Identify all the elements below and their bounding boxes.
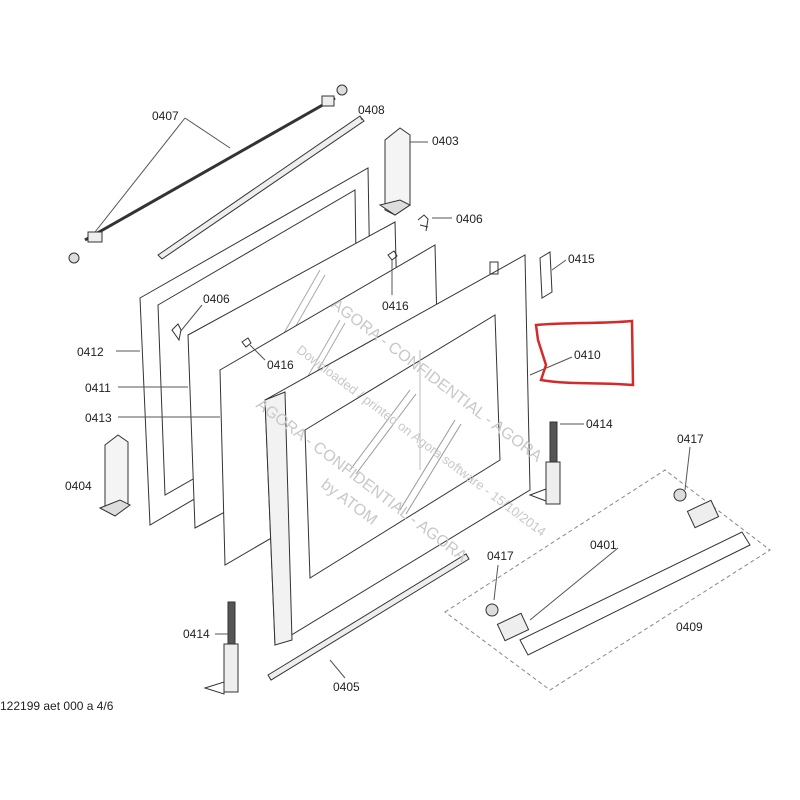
- drawing-code: 122199 aet 000 a 4/6: [0, 699, 114, 713]
- label-0407: 0407: [152, 109, 179, 123]
- label-0401: 0401: [590, 538, 617, 552]
- label-0417-right: 0417: [677, 432, 704, 446]
- highlight-box-0410: [534, 319, 635, 387]
- part-0416-clip-b: [241, 337, 252, 348]
- label-0416-upper: 0416: [382, 299, 409, 313]
- part-0415-pad: [539, 251, 553, 299]
- label-0406-lower: 0406: [203, 292, 230, 306]
- part-0406-clip: [417, 214, 429, 232]
- label-0412: 0412: [77, 345, 104, 359]
- label-0417-left: 0417: [487, 549, 514, 563]
- part-0414-hinge-right: [528, 421, 561, 505]
- part-0403-bracket: [378, 127, 411, 216]
- label-0414-left: 0414: [183, 627, 210, 641]
- label-0404: 0404: [65, 479, 92, 493]
- label-0406-top: 0406: [456, 212, 483, 226]
- part-0410-front-door: [264, 254, 531, 646]
- part-0408-strip: [157, 115, 365, 260]
- label-0411: 0411: [85, 381, 111, 395]
- label-0410: 0410: [574, 348, 601, 362]
- label-0413: 0413: [85, 411, 112, 425]
- part-0407-rod: [68, 84, 348, 264]
- label-0415: 0415: [568, 252, 595, 266]
- part-0404-bracket: [98, 434, 131, 517]
- label-0416-lower: 0416: [267, 358, 294, 372]
- label-0409: 0409: [676, 620, 703, 634]
- part-0409-handle-assembly: [444, 469, 771, 691]
- label-0405: 0405: [333, 680, 360, 694]
- label-0408: 0408: [358, 103, 385, 117]
- part-0405-strip: [267, 553, 470, 681]
- leader-lines: [94, 115, 691, 679]
- part-0414-hinge-left: [203, 601, 239, 695]
- label-0414-right: 0414: [586, 417, 613, 431]
- label-0403: 0403: [432, 134, 459, 148]
- part-0416-clip-a: [387, 250, 398, 261]
